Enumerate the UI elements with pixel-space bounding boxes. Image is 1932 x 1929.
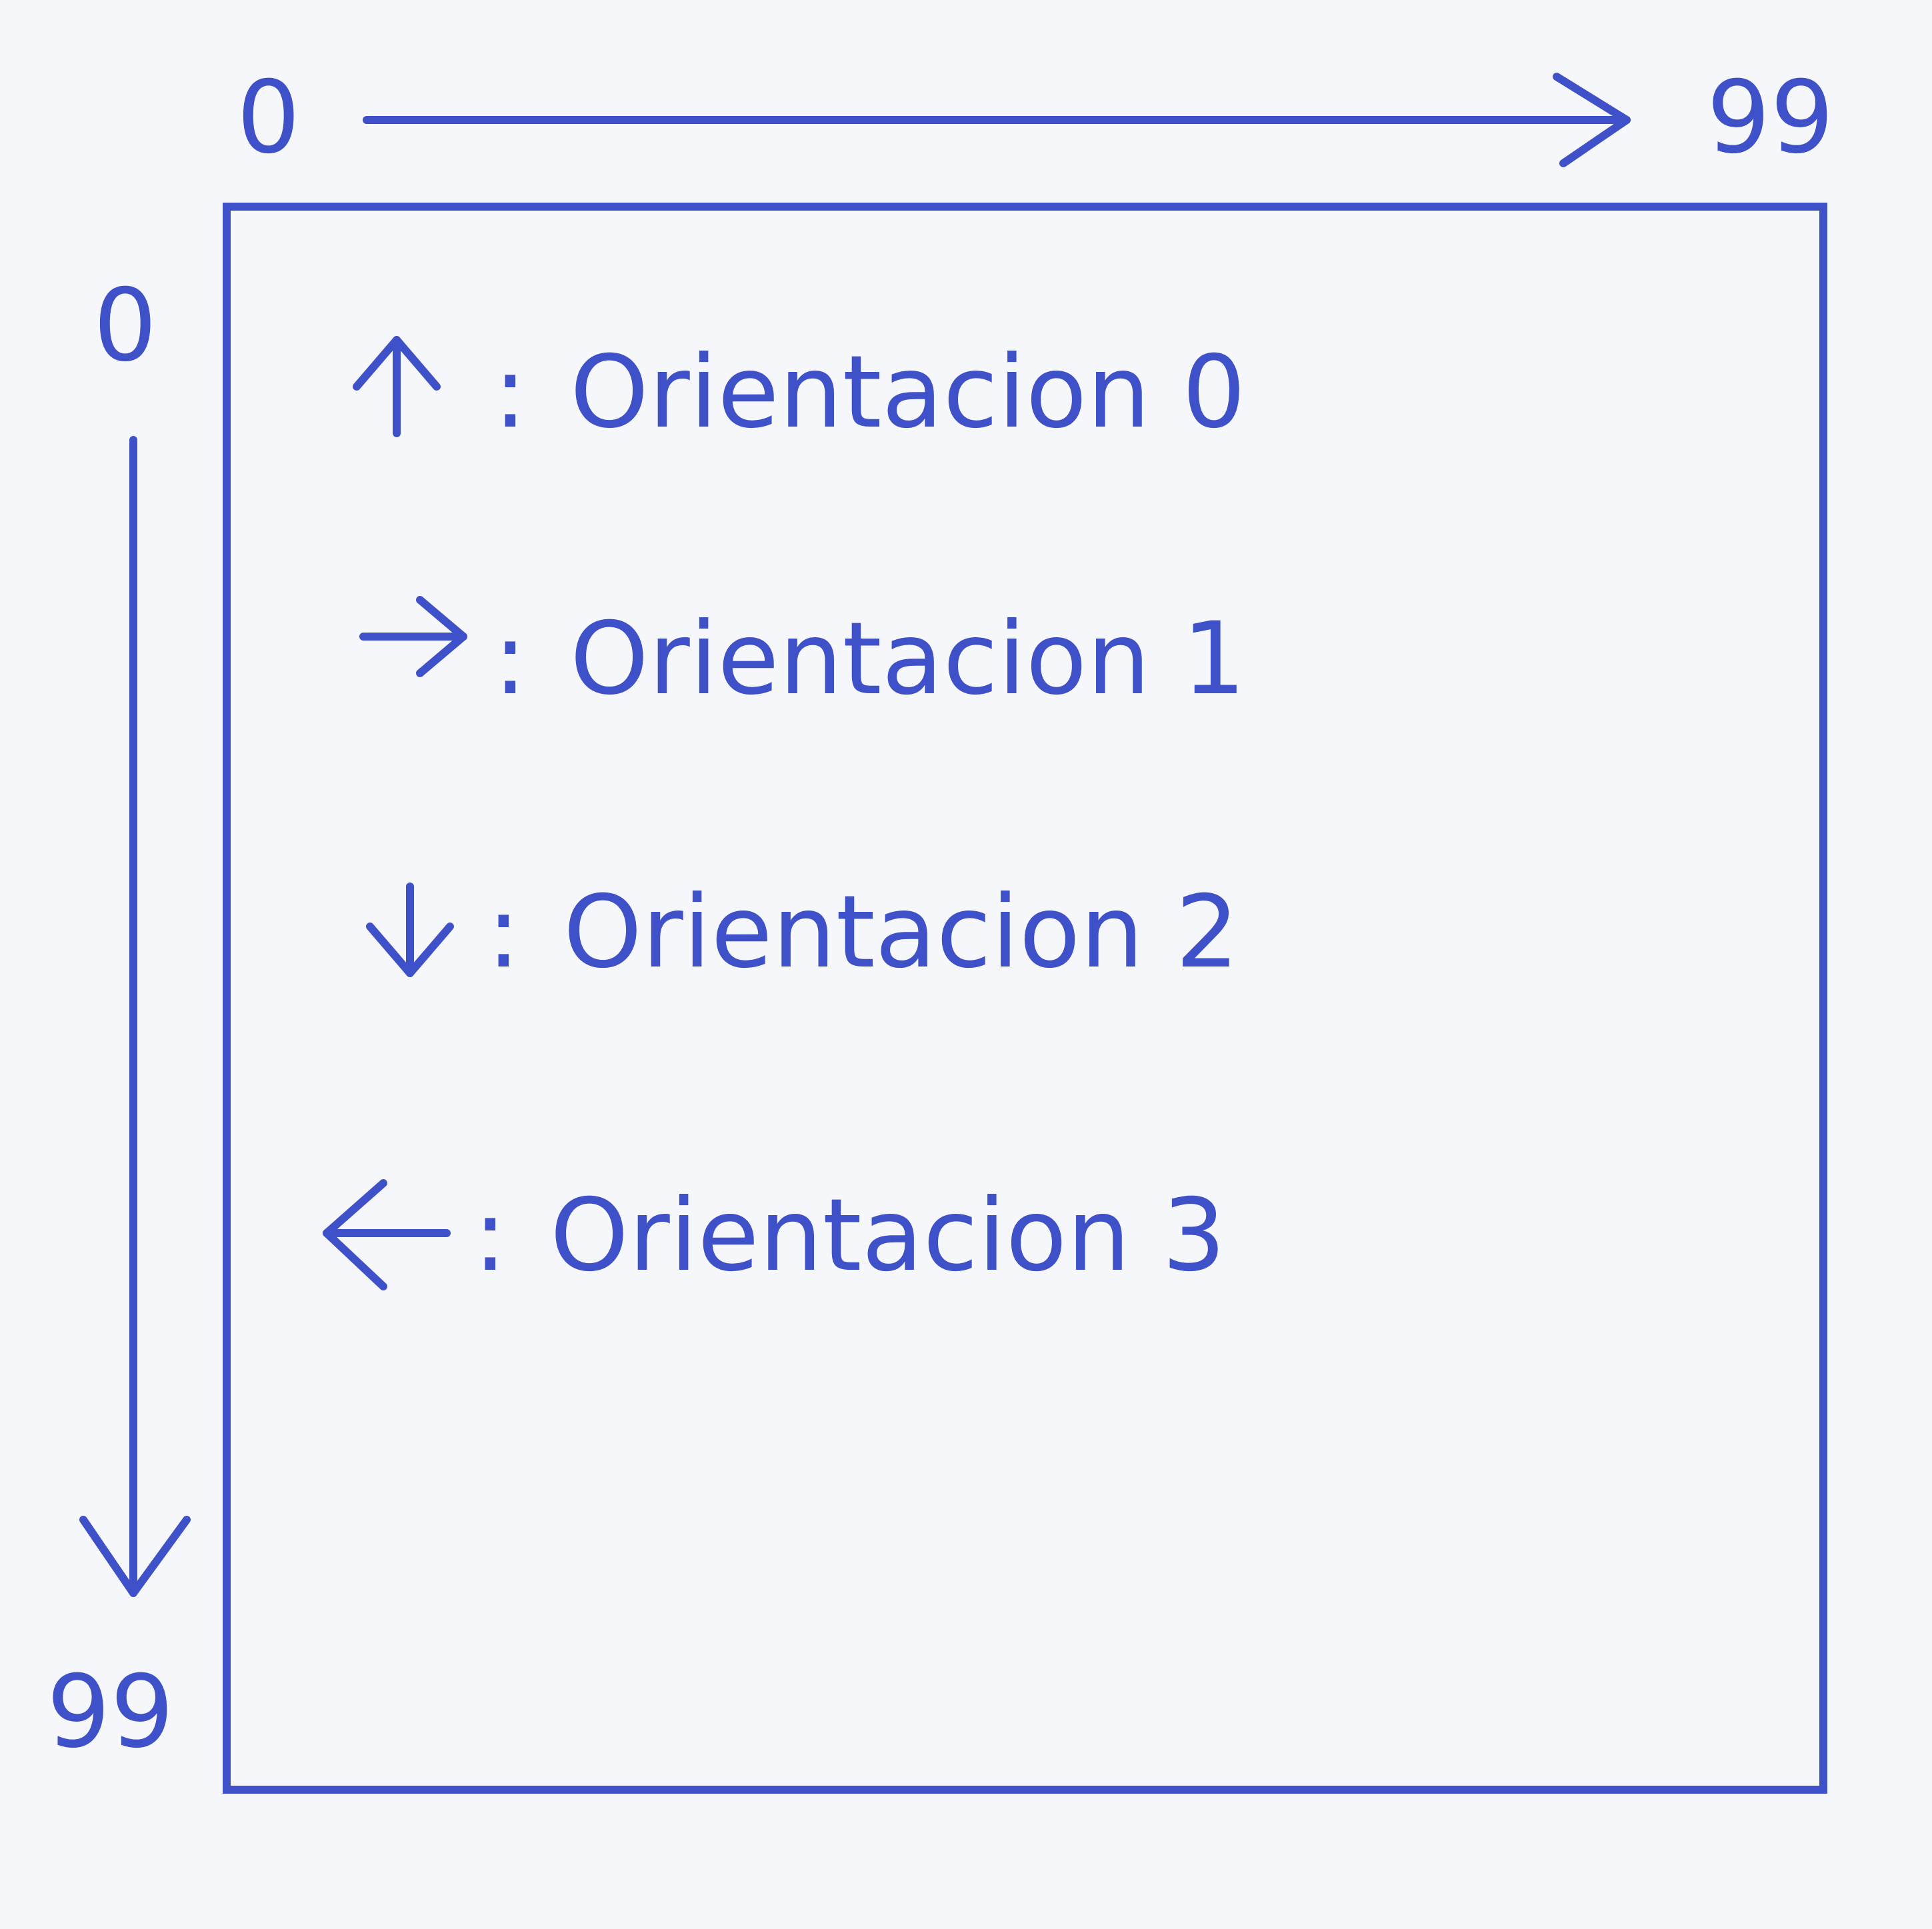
x-axis-start-label: 0 [237, 60, 300, 176]
arrow-up-icon [353, 336, 441, 437]
legend-text: Orientacion 2 [563, 875, 1239, 990]
legend-separator: : [473, 1178, 507, 1294]
x-axis-arrow-icon [363, 73, 1631, 167]
legend-separator: : [493, 601, 527, 717]
legend-separator: : [487, 875, 521, 990]
legend-item: : Orientacion 1 [359, 596, 1246, 717]
y-axis-end-label: 99 [47, 1654, 174, 1770]
arrow-down-icon [366, 883, 454, 977]
grid-boundary [223, 203, 1827, 1794]
x-axis-end-label: 99 [1707, 60, 1834, 176]
legend-item: : Orientacion 3 [323, 1178, 1226, 1294]
legend-separator: : [493, 335, 527, 451]
legend-text: Orientacion 0 [570, 335, 1246, 451]
legend-text: Orientacion 3 [550, 1178, 1226, 1294]
arrow-right-icon [359, 596, 467, 677]
legend-item: : Orientacion 0 [353, 335, 1246, 451]
legend-text: Orientacion 1 [570, 601, 1246, 717]
y-axis-arrow-icon [79, 436, 191, 1597]
arrow-left-icon [323, 1179, 451, 1290]
legend-item: : Orientacion 2 [366, 875, 1239, 990]
y-axis-start-label: 0 [93, 268, 157, 384]
